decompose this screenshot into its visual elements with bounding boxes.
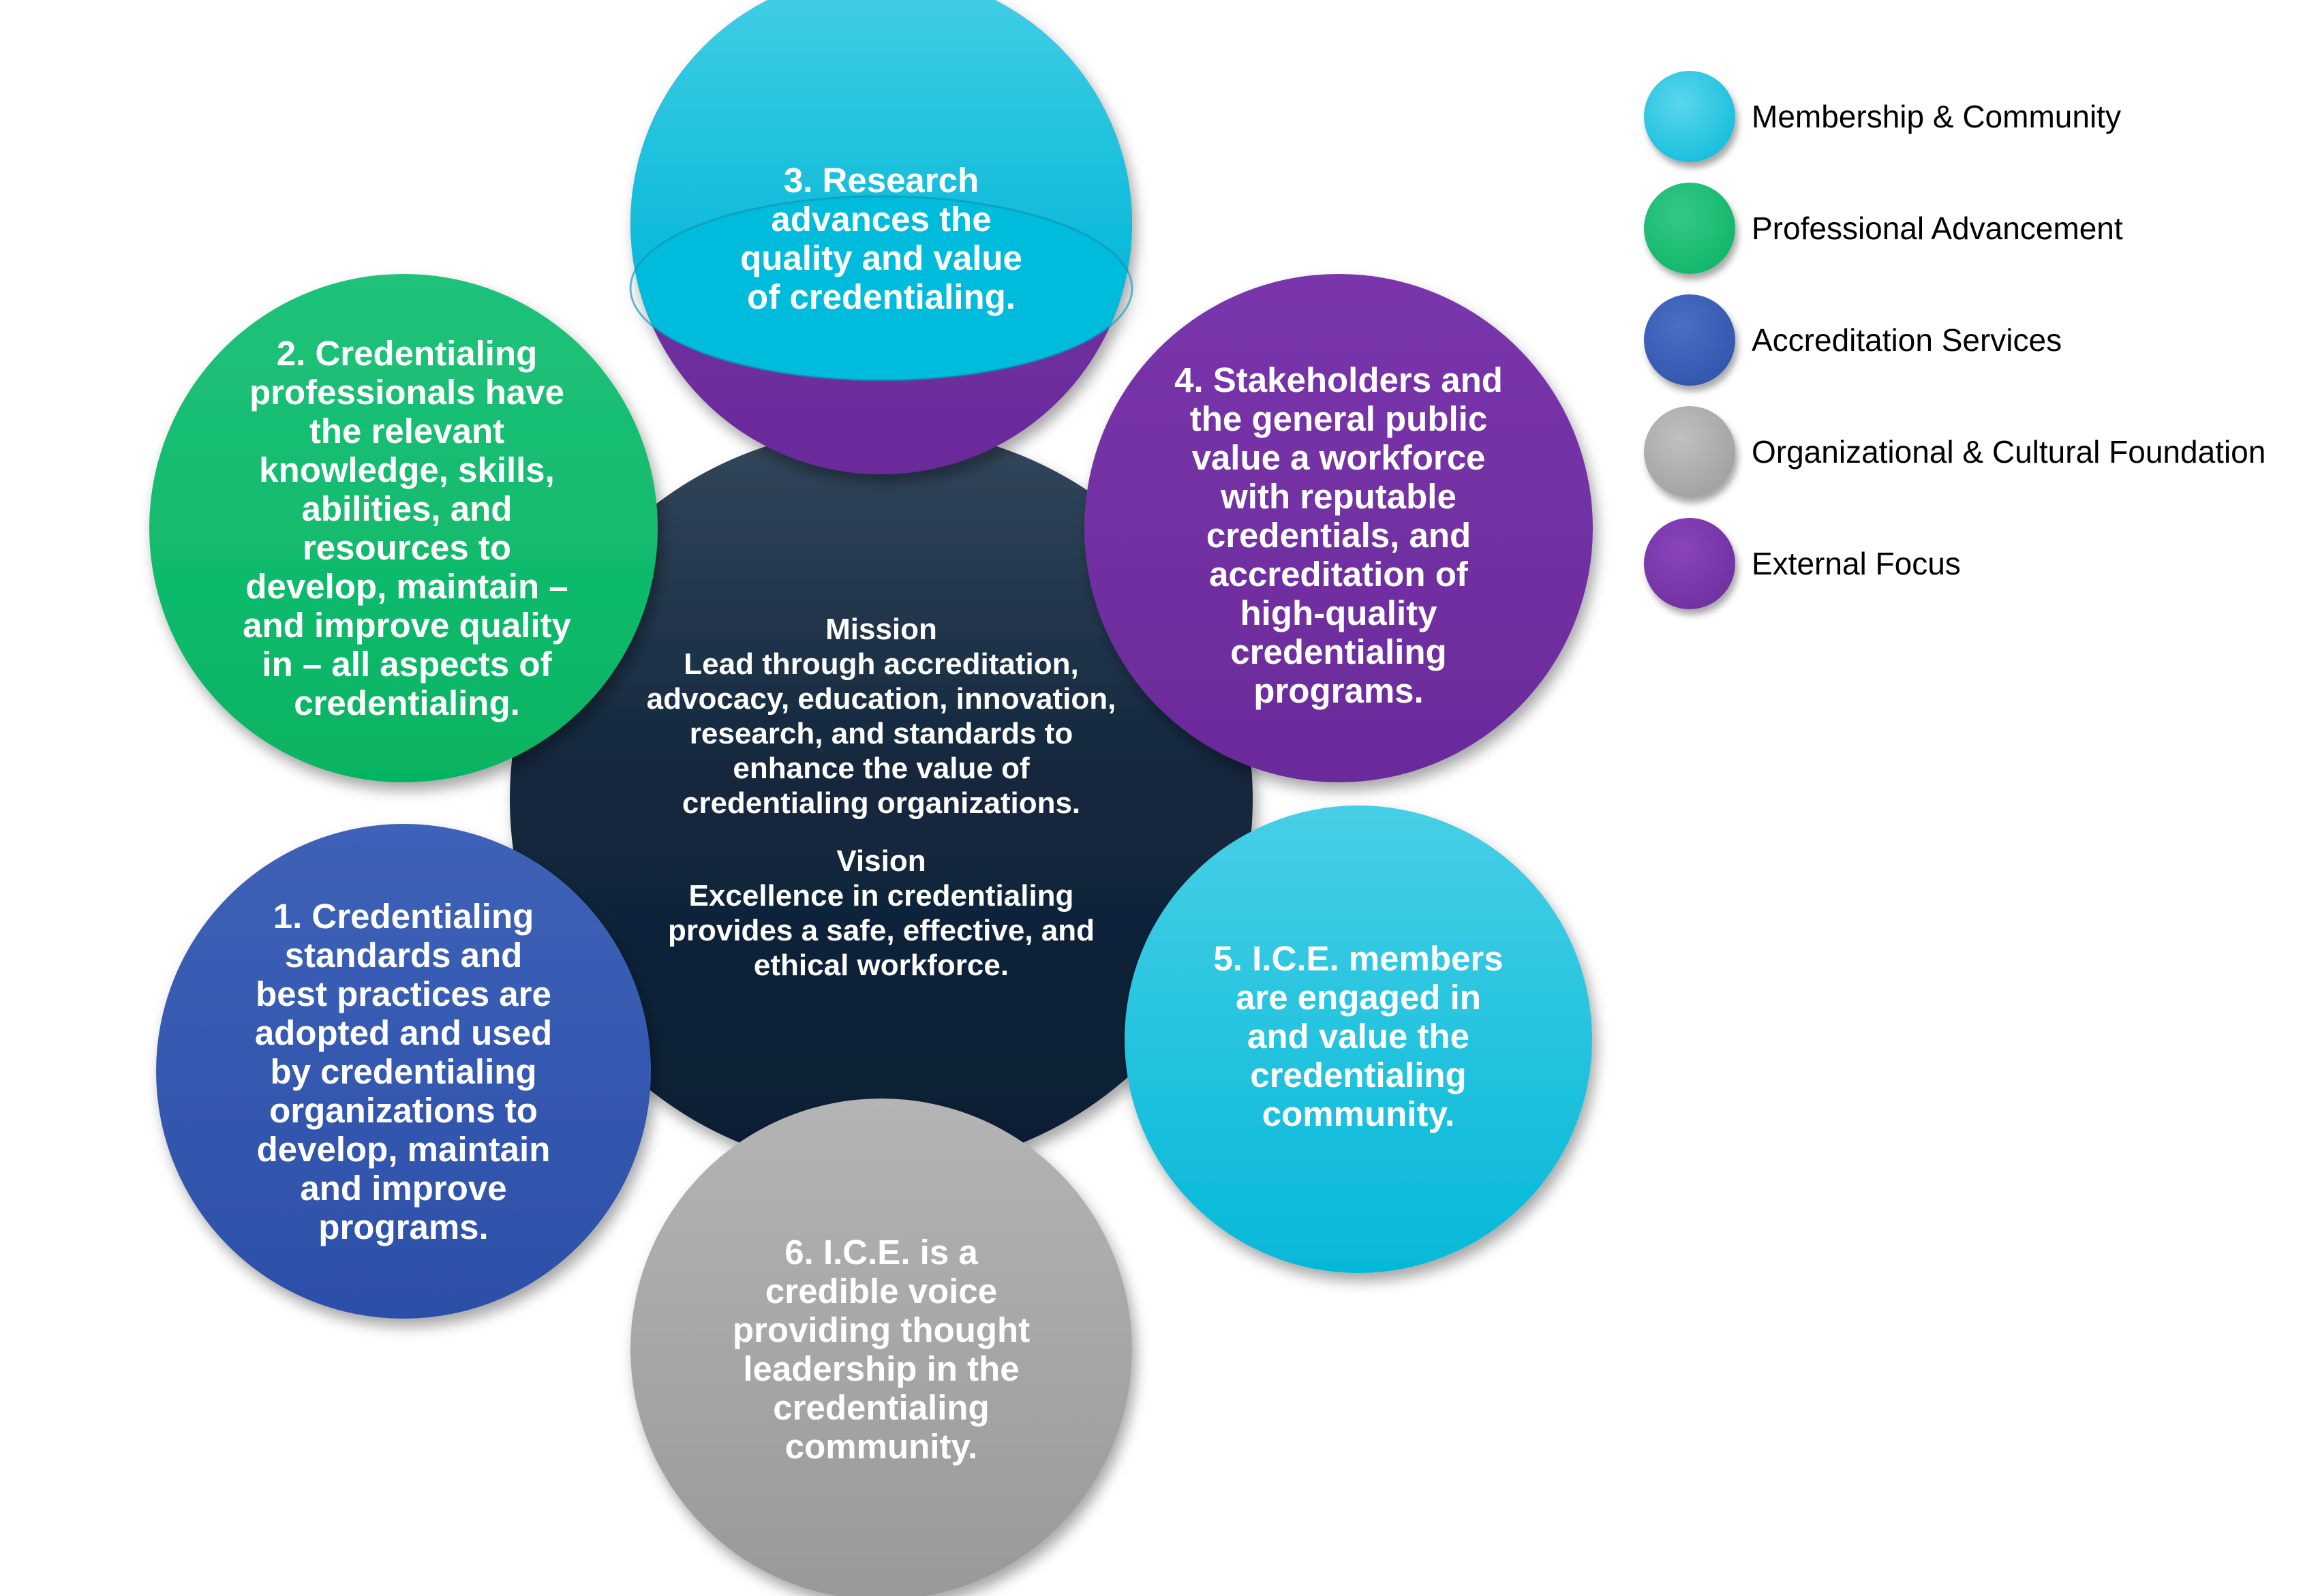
goal-line: 1. Credentialing bbox=[273, 896, 534, 936]
mission-line: research, and standards to bbox=[689, 717, 1073, 750]
legend-label: External Focus bbox=[1752, 546, 1961, 581]
goal-line: the general public bbox=[1189, 399, 1488, 438]
goal-line: 5. I.C.E. members bbox=[1213, 938, 1504, 978]
goal-line: 4. Stakeholders and bbox=[1174, 360, 1503, 399]
goal-line: providing thought bbox=[732, 1310, 1031, 1349]
goal-circle-5 bbox=[1125, 805, 1592, 1273]
goal-circle-1 bbox=[156, 824, 651, 1319]
legend-swatch bbox=[1644, 183, 1735, 274]
legend-swatch bbox=[1644, 294, 1735, 386]
goal-line: knowledge, skills, bbox=[259, 450, 555, 489]
goal-line: high-quality bbox=[1240, 593, 1437, 632]
goal-line: and improve bbox=[300, 1168, 507, 1208]
goal-text-6: 6. I.C.E. is a credible voice providing … bbox=[677, 1213, 1086, 1486]
goal-line: credentials, and bbox=[1206, 515, 1471, 555]
legend-label: Accreditation Services bbox=[1752, 322, 2062, 358]
goal-text-2: 2. Credentialing professionals have the … bbox=[199, 334, 615, 722]
center-circle bbox=[510, 428, 1253, 1171]
goal-line: resources to bbox=[302, 528, 512, 567]
goal-line: and value the bbox=[1247, 1016, 1469, 1056]
goal-circle-6 bbox=[630, 1099, 1132, 1596]
goal-line: organizations to bbox=[269, 1090, 538, 1130]
goal-line: develop, maintain – bbox=[245, 567, 568, 606]
goal-line: standards and bbox=[284, 935, 523, 975]
legend-label: Membership & Community bbox=[1752, 99, 2121, 134]
goal-line: quality and value bbox=[740, 239, 1022, 277]
mission-line: enhance the value of bbox=[733, 752, 1030, 785]
goal-line: 3. Research bbox=[783, 161, 979, 200]
goal-line: and improve quality bbox=[243, 606, 571, 645]
goal-line: are engaged in bbox=[1236, 977, 1481, 1017]
goal-text-3: 3. Research advances the quality and val… bbox=[677, 150, 1086, 327]
vision-line: provides a safe, effective, and bbox=[667, 914, 1095, 947]
goal-line: programs. bbox=[318, 1207, 489, 1246]
goal-text-4: 4. Stakeholders and the general public v… bbox=[1131, 348, 1546, 722]
goal-line: community. bbox=[1262, 1094, 1455, 1133]
goal-line: credentialing. bbox=[294, 684, 520, 722]
goal-line: programs. bbox=[1253, 671, 1424, 710]
legend-swatch bbox=[1644, 518, 1735, 609]
goal-line: by credentialing bbox=[270, 1052, 537, 1091]
goal-line: with reputable bbox=[1221, 476, 1456, 516]
goal-line: 6. I.C.E. is a bbox=[784, 1233, 978, 1272]
legend-swatch bbox=[1644, 406, 1735, 497]
goal-line: credentialing bbox=[773, 1388, 990, 1427]
goal-text-1: 1. Credentialing standards and best prac… bbox=[199, 880, 608, 1262]
goal-line: best practices are bbox=[256, 974, 551, 1013]
goal-line: accreditation of bbox=[1209, 554, 1468, 594]
goal-line: advances the bbox=[771, 200, 992, 239]
vision-line: ethical workforce. bbox=[753, 949, 1009, 982]
goal-line: develop, maintain bbox=[256, 1129, 551, 1169]
mission-line: advocacy, education, innovation, bbox=[646, 682, 1116, 716]
goal-circle-2 bbox=[149, 274, 658, 782]
center-text: Mission Lead through accreditation, advo… bbox=[575, 593, 1188, 1002]
goal-line: professionals have bbox=[249, 373, 564, 412]
goal-line: of credentialing. bbox=[747, 277, 1016, 316]
goal-line: community. bbox=[784, 1427, 978, 1466]
vision-heading: Vision bbox=[836, 844, 926, 878]
goal-line: credible voice bbox=[765, 1272, 998, 1310]
goal-line: in – all aspects of bbox=[262, 645, 552, 684]
goal-line: credentialing bbox=[1250, 1055, 1467, 1094]
goal-line: the relevant bbox=[309, 412, 505, 450]
mission-heading: Mission bbox=[825, 613, 937, 646]
goal-line: leadership in the bbox=[743, 1349, 1020, 1388]
goal-text-5: 5. I.C.E. members are engaged in and val… bbox=[1154, 920, 1563, 1152]
mission-line: credentialing organizations. bbox=[682, 786, 1081, 820]
legend-swatch bbox=[1644, 71, 1735, 162]
mission-line: Lead through accreditation, bbox=[684, 647, 1079, 681]
goal-line: credentialing bbox=[1230, 632, 1447, 671]
vision-line: Excellence in credentialing bbox=[688, 879, 1074, 912]
goal-line: adopted and used bbox=[254, 1013, 553, 1052]
goal-line: 2. Credentialing bbox=[276, 334, 538, 373]
goal-line: value a workforce bbox=[1191, 438, 1486, 477]
goal-line: abilities, and bbox=[301, 489, 513, 528]
goal-circle-3 bbox=[629, 0, 1133, 474]
legend-label: Organizational & Cultural Foundation bbox=[1752, 434, 2266, 470]
goal-circle-4 bbox=[1084, 274, 1593, 782]
legend-label: Professional Advancement bbox=[1752, 211, 2123, 246]
